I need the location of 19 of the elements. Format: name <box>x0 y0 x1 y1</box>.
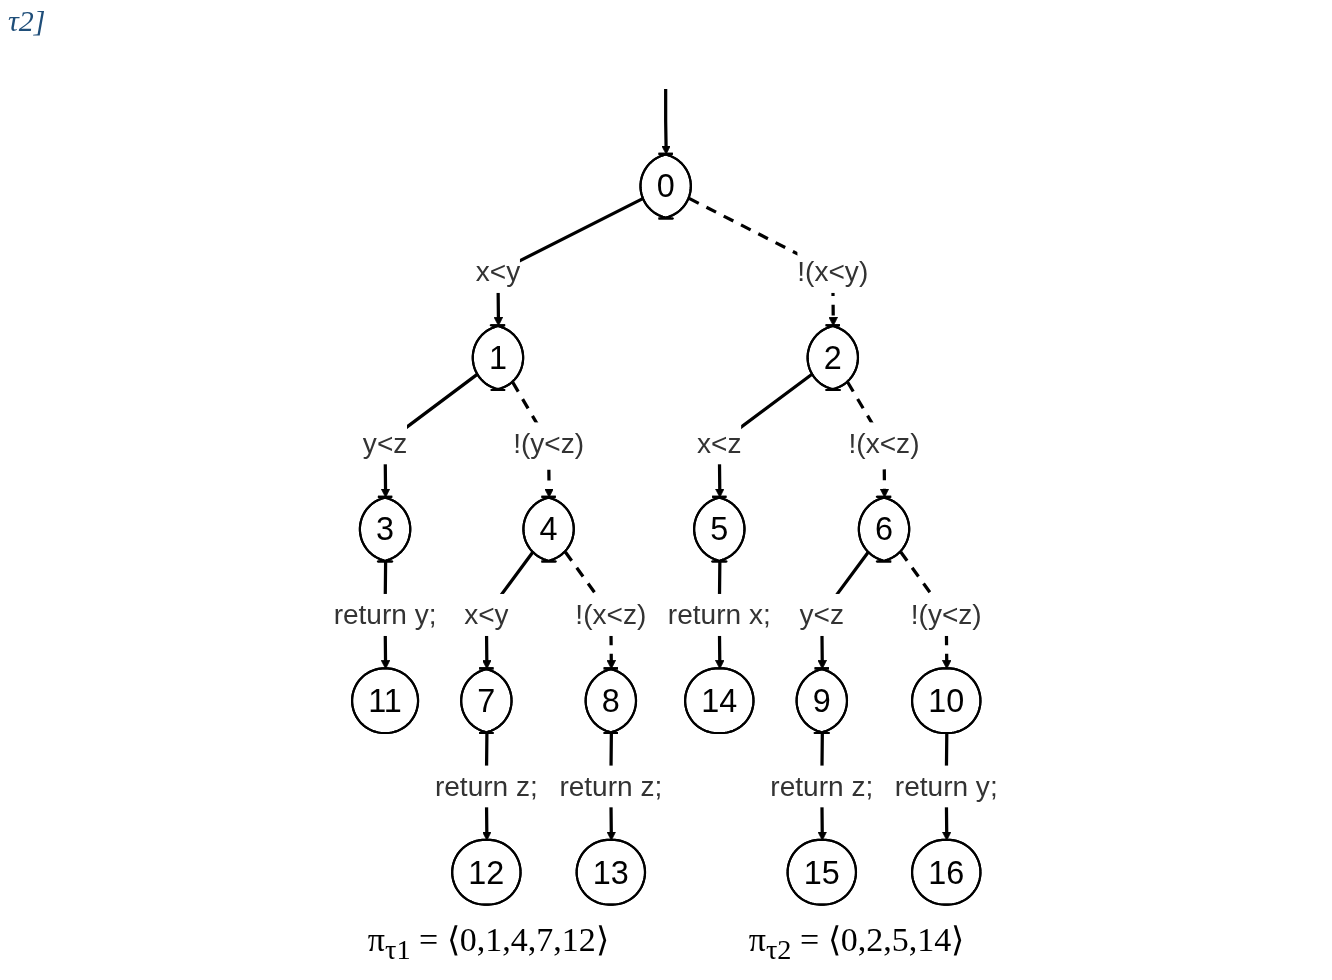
edge-label: !(x<y) <box>797 255 869 288</box>
edge-label: return z; <box>559 769 663 803</box>
edge-label: x<z <box>697 426 742 460</box>
edge-label: return y; <box>333 598 437 631</box>
edge-label: return y; <box>895 769 999 803</box>
edge-label: x<y <box>464 598 509 631</box>
edge-label: return x; <box>668 598 772 631</box>
edge-label: !(x<z) <box>848 426 920 460</box>
edge-label: x<y <box>476 255 521 288</box>
edge-label: !(y<z) <box>911 598 983 631</box>
edge-label: !(x<z) <box>575 598 647 631</box>
edge-label: y<z <box>363 426 408 460</box>
cropped-text: τ2] <box>8 4 46 38</box>
path-formula: π$_{τ1}$ = ⟨0,1,4,7,12⟩ <box>367 920 609 966</box>
edge-label: return z; <box>435 769 539 803</box>
edge-label: !(y<z) <box>513 426 585 460</box>
edge-label: return z; <box>770 769 874 803</box>
edge-label: y<z <box>799 598 845 631</box>
path-formula: π$_{τ2}$ = ⟨0,2,5,14⟩ <box>748 920 965 966</box>
